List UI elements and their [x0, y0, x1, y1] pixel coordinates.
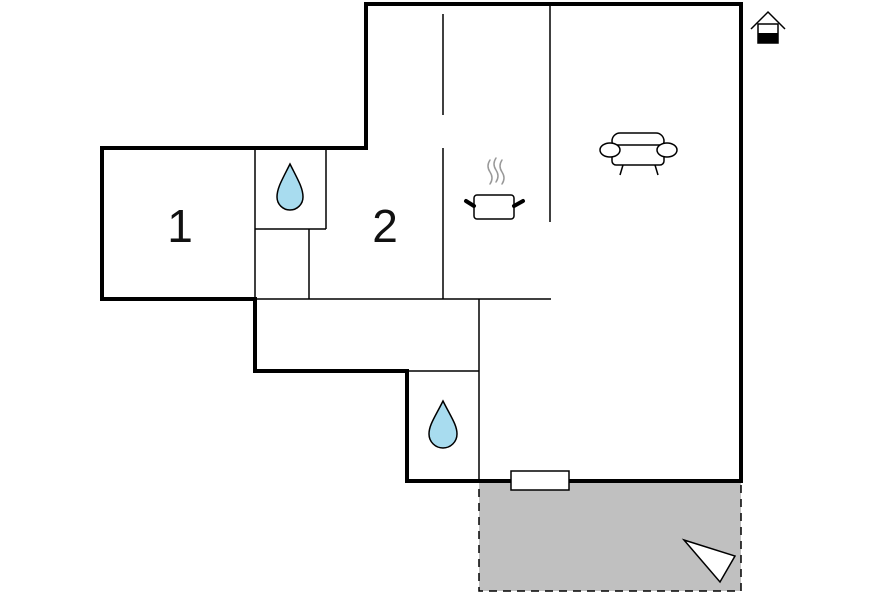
cooking-pot-icon	[464, 157, 525, 220]
terrace-door	[510, 470, 570, 491]
room-number-1: 1	[167, 200, 193, 252]
water-drop-icon	[276, 162, 304, 211]
interior-walls	[254, 4, 551, 481]
triangle-pointer-icon	[681, 538, 737, 584]
terrace-area	[478, 480, 742, 592]
room-number-2: 2	[372, 200, 398, 252]
house-entrance-icon	[750, 10, 786, 44]
water-drop-icon	[428, 399, 458, 449]
outer-wall	[100, 2, 743, 483]
sofa-icon	[599, 132, 678, 176]
